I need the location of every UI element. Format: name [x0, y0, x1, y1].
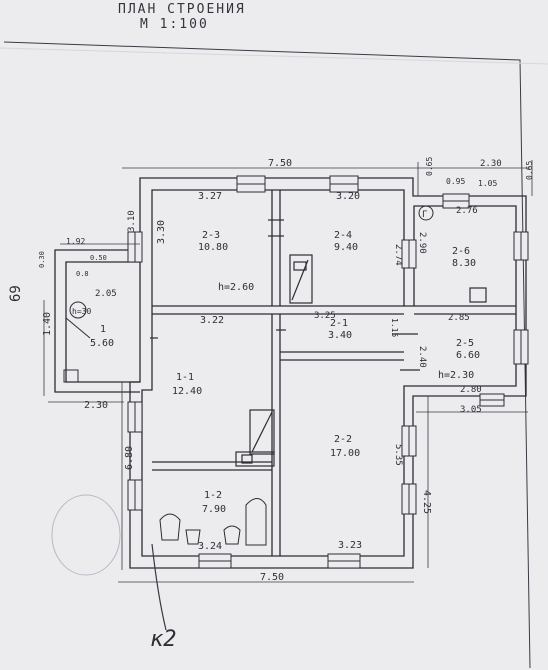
dim-right-height: 4.25 — [421, 490, 432, 514]
dim-r1-width: 2.05 — [95, 289, 117, 299]
room-label-1: 1 — [100, 324, 106, 335]
room-area-1-2: 7.90 — [202, 504, 226, 515]
plan-title: ПЛАН СТРОЕНИЯ — [118, 2, 246, 17]
dimension-labels: 7.50 7.50 3.27 3.20 2.76 2.30 0.95 1.05 … — [38, 157, 534, 583]
dim-r21-height: 1.15 — [390, 318, 399, 337]
height-annex: h=2.30 — [438, 370, 474, 381]
dim-r1-small-a: 0.30 — [38, 251, 46, 268]
room-area-2-4: 9.40 — [334, 242, 358, 253]
stove-1-1 — [235, 409, 275, 467]
fixtures-room-1 — [63, 301, 91, 383]
plan-scale: М 1:100 — [140, 17, 209, 32]
room-area-1-1: 12.40 — [172, 386, 202, 397]
paper-fold — [0, 47, 548, 65]
dim-top-total: 7.50 — [268, 158, 292, 169]
dim-r23-height: 3.30 — [156, 220, 167, 244]
dim-r25-height: 2.40 — [417, 346, 427, 368]
dim-r12-width: 3.24 — [198, 541, 222, 552]
circled-letter: Г — [422, 210, 427, 220]
room-labels: 2-3 10.80 2-4 9.40 2-6 8.30 1 5.60 2-1 3… — [90, 230, 480, 515]
circled-letter-ring — [418, 205, 434, 221]
pencil-stroke — [151, 543, 167, 631]
dim-r22-height: 5.35 — [393, 444, 403, 466]
dim-r25-bottom: 2.80 — [460, 385, 482, 395]
annotations: 69 h=30 Г к2 — [8, 205, 434, 652]
height-labels: h=2.60 h=2.30 — [218, 282, 474, 381]
room-label-1-1: 1-1 — [176, 372, 194, 383]
dim-r23-width: 3.27 — [198, 191, 222, 202]
dim-right-small-a: 0.65 — [425, 157, 434, 176]
room-label-1-2: 1-2 — [204, 490, 222, 501]
room-area-2-6: 8.30 — [452, 258, 476, 269]
dim-r26-height: 2.90 — [417, 232, 427, 254]
dim-r26-top-b: 1.05 — [478, 179, 497, 188]
room-label-2-6: 2-6 — [452, 246, 470, 257]
door-marks — [150, 219, 420, 371]
dim-r26-top: 2.30 — [480, 159, 502, 169]
dim-left-height: 6.80 — [124, 446, 135, 470]
sanitary-1-2 — [159, 498, 267, 546]
dim-right-small-b: 0.65 — [525, 161, 534, 180]
stove-2-4 — [289, 254, 313, 304]
dim-r25-width: 2.85 — [448, 313, 470, 323]
dim-r24-width: 3.20 — [336, 191, 360, 202]
room-area-2-1: 3.40 — [328, 330, 352, 341]
dim-r26-top-a: 0.95 — [446, 177, 465, 186]
pencil-ellipse — [51, 494, 121, 576]
room-label-2-2: 2-2 — [334, 434, 352, 445]
room-label-2-4: 2-4 — [334, 230, 352, 241]
dim-bottom-total: 7.50 — [260, 572, 284, 583]
windows — [127, 175, 529, 569]
interior-walls — [152, 190, 516, 556]
dim-r1-bottom: 2.30 — [84, 400, 108, 411]
dimension-lines — [43, 160, 533, 583]
room-area-2-3: 10.80 — [198, 242, 228, 253]
dim-r1-small-c: 0.8 — [76, 270, 89, 278]
appliance-2-6 — [469, 287, 487, 303]
side-mark: 69 — [8, 285, 24, 302]
room-area-2-2: 17.00 — [330, 448, 360, 459]
room-label-2-3: 2-3 — [202, 230, 220, 241]
room-area-2-5: 6.60 — [456, 350, 480, 361]
dim-r24-height: 2.74 — [393, 244, 403, 266]
dim-r1-top: 1.92 — [66, 237, 85, 246]
height-main: h=2.60 — [218, 282, 254, 293]
room-label-2-5: 2-5 — [456, 338, 474, 349]
dim-r21-width: 3.25 — [314, 311, 336, 321]
dim-r1-height: 1.40 — [42, 312, 53, 336]
drawing-frame — [3, 41, 531, 669]
dim-r1-small-b: 0.50 — [90, 254, 107, 262]
dim-r23-height-outer: 3.10 — [127, 210, 137, 232]
room-label-2-1: 2-1 — [330, 318, 348, 329]
handwritten-note: к2 — [150, 627, 177, 652]
dim-r11-width: 3.22 — [200, 315, 224, 326]
dim-annex-bottom: 3.05 — [460, 405, 482, 415]
dim-r22-width: 3.23 — [338, 540, 362, 551]
room-area-1: 5.60 — [90, 338, 114, 349]
room-1-note: h=30 — [72, 307, 91, 316]
dim-r26-width: 2.76 — [456, 206, 478, 216]
